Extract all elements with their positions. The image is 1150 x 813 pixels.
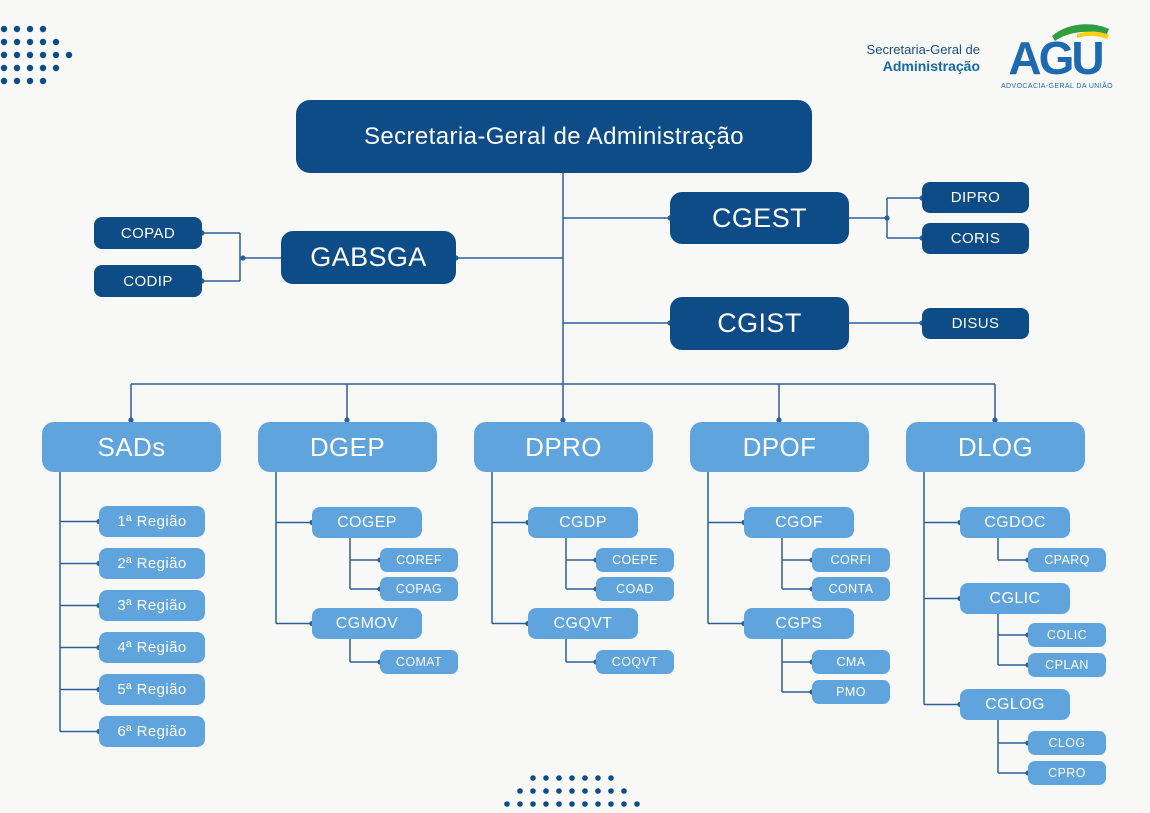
org-node-codip: CODIP [94,265,202,297]
org-node-cgist: CGIST [670,297,849,350]
agu-logo-subtitle: ADVOCACIA-GERAL DA UNIÃO [1001,81,1113,90]
org-node-sads: SADs [42,422,221,472]
org-node-cgqvt: CGQVT [528,608,638,639]
org-node-gabsga: GABSGA [281,231,456,284]
org-node-coref: COREF [380,548,458,572]
org-node-regiao-2: 2ª Região [99,548,205,579]
agu-logo-swoosh-green [1052,24,1109,41]
org-node-dipro: DIPRO [922,182,1029,213]
org-node-pmo: PMO [812,680,890,704]
org-node-conta: CONTA [812,577,890,601]
org-node-copad: COPAD [94,217,202,249]
org-node-cgdp: CGDP [528,507,638,538]
agu-logo-swoosh-yellow [1077,31,1109,39]
org-node-dlog: DLOG [906,422,1085,472]
org-node-root: Secretaria-Geral de Administração [296,100,812,173]
org-node-regiao-1: 1ª Região [99,506,205,537]
org-node-regiao-4: 4ª Região [99,632,205,663]
org-node-cogep: COGEP [312,507,422,538]
org-node-coqvt: COQVT [596,650,674,674]
org-node-regiao-5: 5ª Região [99,674,205,705]
org-node-cglog: CGLOG [960,689,1070,720]
org-node-cgest: CGEST [670,192,849,244]
org-node-colic: COLIC [1028,623,1106,647]
org-node-cgdoc: CGDOC [960,507,1070,538]
org-node-dpro: DPRO [474,422,653,472]
org-node-cgmov: CGMOV [312,608,422,639]
header-org-title: Secretaria-Geral de Administração [845,42,980,76]
header-org-line1: Secretaria-Geral de [866,42,980,57]
org-node-copag: COPAG [380,577,458,601]
org-node-cglic: CGLIC [960,583,1070,614]
agu-logo-acronym: AGU [1008,32,1102,84]
org-node-comat: COMAT [380,650,458,674]
org-node-cgps: CGPS [744,608,854,639]
org-node-cparq: CPARQ [1028,548,1106,572]
org-node-corfi: CORFI [812,548,890,572]
header-org-line2: Administração [882,58,980,75]
agu-logo: AGU ADVOCACIA-GERAL DA UNIÃO [1001,24,1113,90]
org-node-coris: CORIS [922,223,1029,254]
org-node-dpof: DPOF [690,422,869,472]
org-node-coepe: COEPE [596,548,674,572]
org-node-cgof: CGOF [744,507,854,538]
org-node-regiao-6: 6ª Região [99,716,205,747]
org-node-cplan: CPLAN [1028,653,1106,677]
org-node-regiao-3: 3ª Região [99,590,205,621]
org-node-disus: DISUS [922,308,1029,339]
org-node-coad: COAD [596,577,674,601]
org-node-cma: CMA [812,650,890,674]
org-node-cpro: CPRO [1028,761,1106,785]
org-node-dgep: DGEP [258,422,437,472]
org-node-clog: CLOG [1028,731,1106,755]
